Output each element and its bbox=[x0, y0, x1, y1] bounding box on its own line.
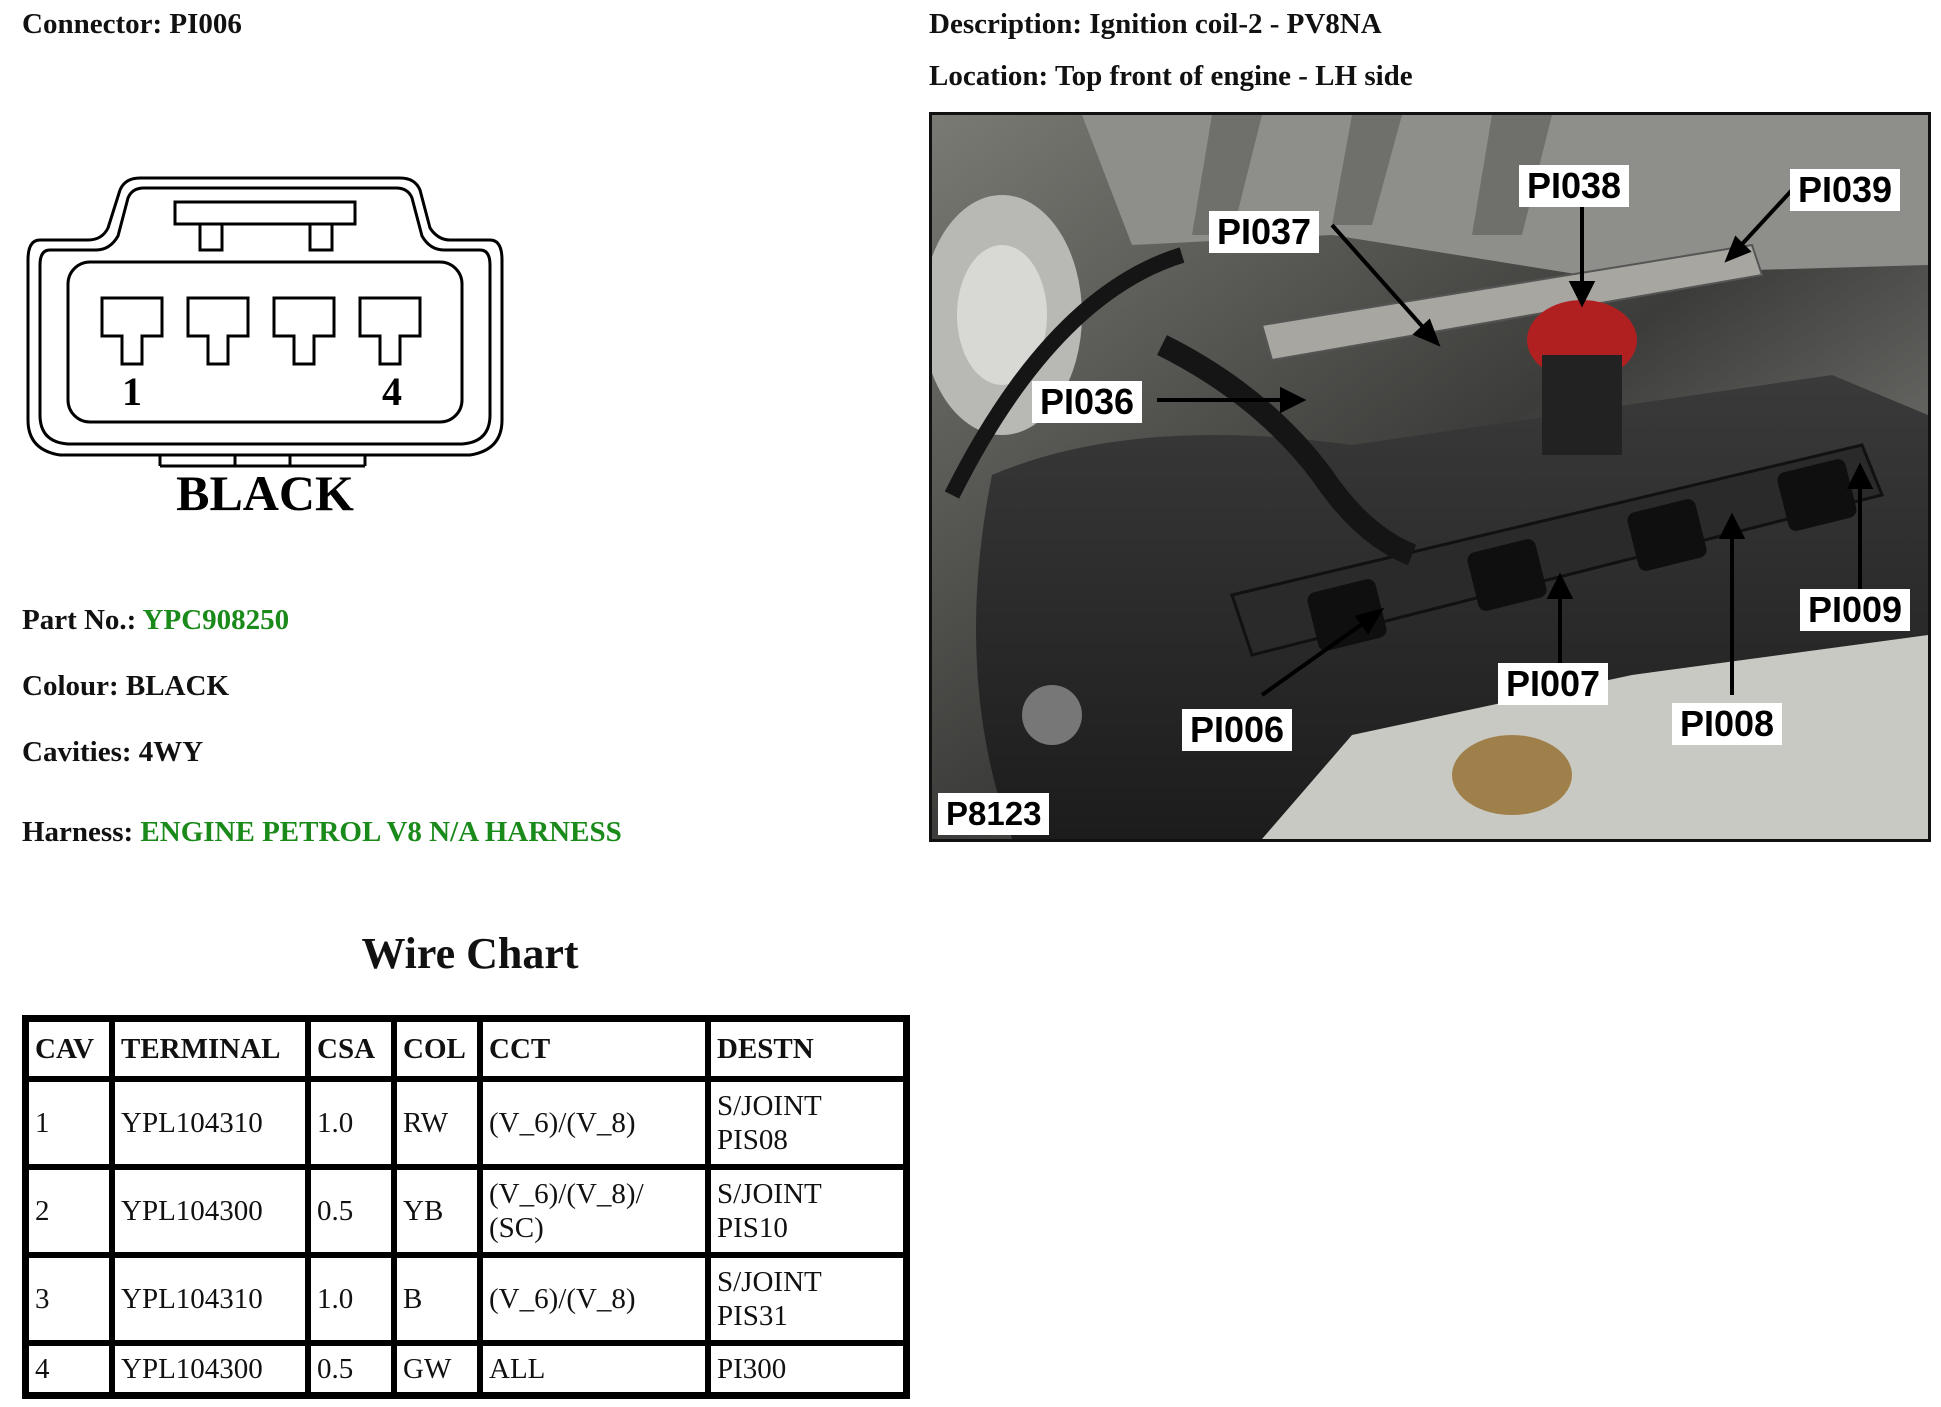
table-header-row: CAV TERMINAL CSA COL CCT DESTN bbox=[26, 1019, 906, 1079]
connector-label: Connector: bbox=[22, 8, 163, 40]
harness-link[interactable]: ENGINE PETROL V8 N/A HARNESS bbox=[140, 816, 622, 848]
cavities-label: Cavities: bbox=[22, 736, 132, 768]
table-row: 1 YPL104310 1.0 RW (V_6)/(V_8) S/JOINT P… bbox=[26, 1079, 906, 1167]
cavities-value: 4WY bbox=[138, 736, 204, 768]
location-label: Location: bbox=[929, 60, 1049, 92]
part-no-link[interactable]: YPC908250 bbox=[142, 604, 290, 636]
cavity-shapes bbox=[100, 296, 422, 366]
connector-line: Connector: PI006 bbox=[22, 8, 242, 41]
cell-cav: 2 bbox=[26, 1167, 112, 1255]
table-row: 3 YPL104310 1.0 B (V_6)/(V_8) S/JOINT PI… bbox=[26, 1255, 906, 1343]
header-col: COL bbox=[394, 1019, 480, 1079]
pin-number-last: 4 bbox=[382, 369, 402, 414]
table-row: 2 YPL104300 0.5 YB (V_6)/(V_8)/ (SC) S/J… bbox=[26, 1167, 906, 1255]
callout-pi038: PI038 bbox=[1519, 165, 1630, 207]
connector-face-diagram: 1 4 BLACK bbox=[20, 170, 520, 525]
cell-destn: S/JOINT PIS08 bbox=[708, 1079, 906, 1167]
description-label: Description: bbox=[929, 8, 1083, 40]
table-row: 4 YPL104300 0.5 GW ALL PI300 bbox=[26, 1343, 906, 1395]
cell-col: YB bbox=[394, 1167, 480, 1255]
engine-location-photo: PI037 PI038 PI039 PI036 PI009 PI007 PI00… bbox=[929, 112, 1931, 842]
cell-cav: 1 bbox=[26, 1079, 112, 1167]
cell-cct: (V_6)/(V_8) bbox=[480, 1255, 708, 1343]
photo-reference: P8123 bbox=[938, 793, 1050, 835]
callout-pi037: PI037 bbox=[1209, 211, 1320, 253]
header-terminal: TERMINAL bbox=[112, 1019, 308, 1079]
pin-number-first: 1 bbox=[122, 369, 142, 414]
header-destn: DESTN bbox=[708, 1019, 906, 1079]
callout-pi009: PI009 bbox=[1800, 589, 1911, 631]
cell-csa: 1.0 bbox=[308, 1079, 394, 1167]
cell-csa: 0.5 bbox=[308, 1167, 394, 1255]
description-value: Ignition coil-2 - PV8NA bbox=[1089, 8, 1382, 40]
description-line: Description: Ignition coil-2 - PV8NA bbox=[929, 8, 1382, 41]
callout-pi039: PI039 bbox=[1790, 169, 1901, 211]
cell-terminal: YPL104300 bbox=[112, 1167, 308, 1255]
callout-pi007: PI007 bbox=[1498, 663, 1609, 705]
cell-cav: 4 bbox=[26, 1343, 112, 1395]
part-no-line: Part No.: YPC908250 bbox=[22, 604, 289, 637]
connector-value: PI006 bbox=[169, 8, 242, 40]
callout-pi036: PI036 bbox=[1032, 381, 1143, 423]
header-csa: CSA bbox=[308, 1019, 394, 1079]
cell-col: RW bbox=[394, 1079, 480, 1167]
cell-destn: S/JOINT PIS10 bbox=[708, 1167, 906, 1255]
diagram-colour-text: BLACK bbox=[176, 465, 354, 520]
colour-line: Colour: BLACK bbox=[22, 670, 229, 703]
cell-cct: (V_6)/(V_8)/ (SC) bbox=[480, 1167, 708, 1255]
cell-cct: (V_6)/(V_8) bbox=[480, 1079, 708, 1167]
cell-csa: 0.5 bbox=[308, 1343, 394, 1395]
header-cav: CAV bbox=[26, 1019, 112, 1079]
harness-label: Harness: bbox=[22, 816, 134, 848]
location-value: Top front of engine - LH side bbox=[1054, 60, 1413, 92]
cell-cct: ALL bbox=[480, 1343, 708, 1395]
harness-line: Harness: ENGINE PETROL V8 N/A HARNESS bbox=[22, 816, 622, 849]
header-cct: CCT bbox=[480, 1019, 708, 1079]
location-line: Location: Top front of engine - LH side bbox=[929, 60, 1413, 93]
colour-value: BLACK bbox=[125, 670, 230, 702]
part-no-label: Part No.: bbox=[22, 604, 137, 636]
callout-pi006: PI006 bbox=[1182, 709, 1293, 751]
wire-chart-table: CAV TERMINAL CSA COL CCT DESTN 1 YPL1043… bbox=[22, 1015, 910, 1399]
cell-destn: S/JOINT PIS31 bbox=[708, 1255, 906, 1343]
cell-csa: 1.0 bbox=[308, 1255, 394, 1343]
cell-terminal: YPL104310 bbox=[112, 1079, 308, 1167]
cell-terminal: YPL104300 bbox=[112, 1343, 308, 1395]
cell-destn: PI300 bbox=[708, 1343, 906, 1395]
callout-pi008: PI008 bbox=[1672, 703, 1783, 745]
wire-chart-title: Wire Chart bbox=[361, 929, 579, 978]
colour-label: Colour: bbox=[22, 670, 119, 702]
cell-cav: 3 bbox=[26, 1255, 112, 1343]
cell-col: GW bbox=[394, 1343, 480, 1395]
cell-terminal: YPL104310 bbox=[112, 1255, 308, 1343]
cavities-line: Cavities: 4WY bbox=[22, 736, 203, 769]
cell-col: B bbox=[394, 1255, 480, 1343]
